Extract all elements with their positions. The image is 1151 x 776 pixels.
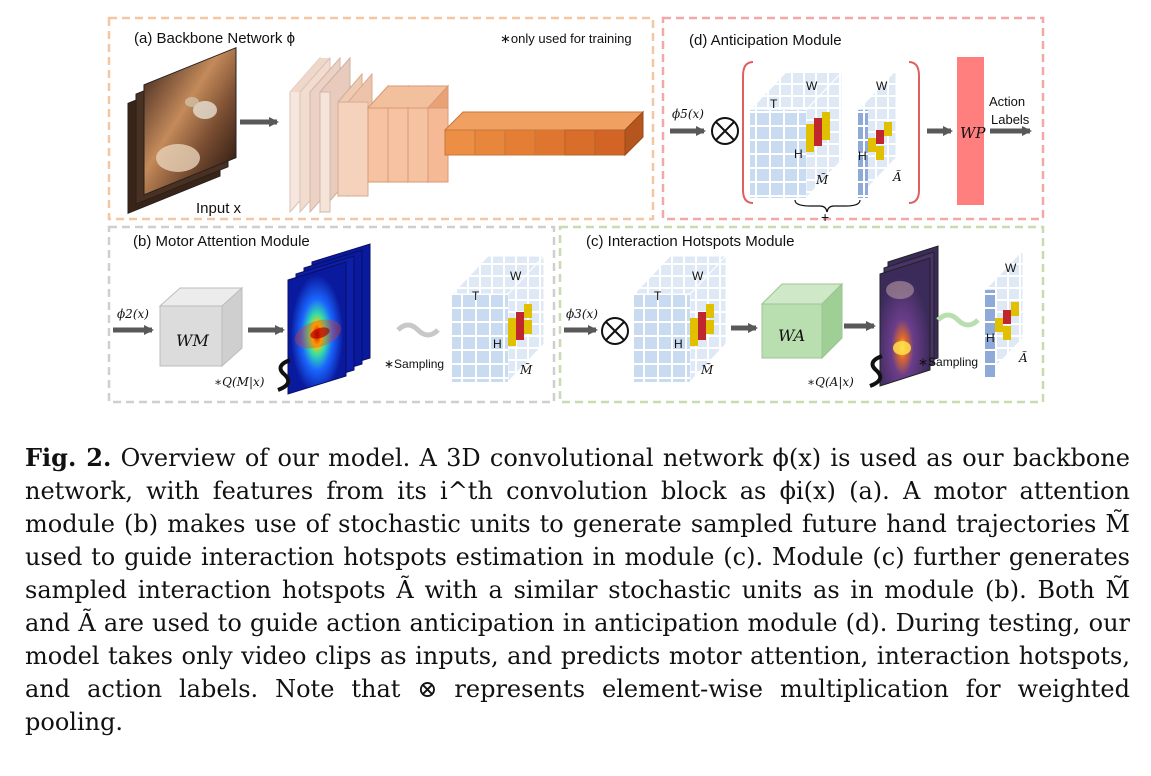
feature-grid-m bbox=[748, 70, 844, 200]
sum-plus: + bbox=[821, 209, 829, 225]
panel-a-backbone: (a) Backbone Network ϕ ∗only used for tr… bbox=[107, 16, 655, 221]
caption-label: Fig. 2. bbox=[25, 443, 112, 472]
sampled-grid-a-c bbox=[984, 248, 1024, 380]
axis-h-c2: H bbox=[986, 331, 995, 345]
phi2-label: ϕ2(x) bbox=[117, 307, 149, 321]
wa-label: WA bbox=[778, 326, 805, 345]
a-tilde-d: Ã bbox=[892, 169, 902, 184]
elementwise-multiply-icon bbox=[711, 117, 739, 145]
a-tilde-c: Ã bbox=[1018, 350, 1028, 365]
axis-w-c2: W bbox=[1005, 261, 1017, 275]
input-grid-m-c bbox=[632, 254, 728, 384]
q-m-label: ∗Q(M|x) bbox=[214, 375, 265, 389]
phi5-label: ϕ5(x) bbox=[672, 107, 704, 121]
axis-h-d2: H bbox=[858, 149, 867, 163]
m-tilde-b: M̃ bbox=[519, 362, 533, 377]
training-note: ∗only used for training bbox=[500, 31, 632, 46]
wm-cube bbox=[158, 286, 244, 368]
interaction-hotspot-images bbox=[879, 245, 939, 387]
axis-w-c: W bbox=[692, 269, 704, 283]
panel-d-anticipation: (d) Anticipation Module ϕ5(x) T W H M̃ bbox=[661, 16, 1045, 225]
wm-label: WM bbox=[176, 331, 209, 350]
motor-attention-heatmaps bbox=[287, 243, 371, 395]
axis-h-d: H bbox=[794, 147, 803, 161]
panel-d-title: (d) Anticipation Module bbox=[689, 32, 842, 49]
axis-w-b: W bbox=[510, 269, 522, 283]
model-overview-figure: (a) Backbone Network ϕ ∗only used for tr… bbox=[107, 16, 1045, 404]
action-label-2: Labels bbox=[991, 112, 1030, 127]
axis-h-b: H bbox=[493, 337, 502, 351]
wa-cube bbox=[760, 282, 844, 360]
sampled-grid-m-b bbox=[450, 254, 546, 384]
panel-c-title: (c) Interaction Hotspots Module bbox=[586, 233, 794, 250]
axis-t-c: T bbox=[654, 289, 662, 303]
sampling-label-b: ∗Sampling bbox=[384, 357, 444, 371]
axis-t-b: T bbox=[472, 289, 480, 303]
axis-t-d: T bbox=[770, 97, 778, 111]
panel-c-interaction-hotspots: (c) Interaction Hotspots Module ϕ3(x) T … bbox=[558, 225, 1045, 404]
m-tilde-d: M̃ bbox=[815, 172, 829, 187]
wp-label: WP bbox=[960, 124, 986, 142]
input-label: Input x bbox=[196, 200, 242, 217]
action-label-1: Action bbox=[989, 94, 1025, 109]
backbone-conv-blocks bbox=[289, 56, 645, 214]
axis-w-d: W bbox=[806, 79, 818, 93]
axis-h-c: H bbox=[674, 337, 683, 351]
q-a-label: ∗Q(A|x) bbox=[807, 375, 854, 389]
elementwise-multiply-icon-c bbox=[601, 317, 629, 345]
m-tilde-c: M̃ bbox=[700, 362, 714, 377]
input-video-frames bbox=[127, 46, 237, 214]
caption-text: Overview of our model. A 3D convolutiona… bbox=[25, 444, 1131, 736]
panel-b-motor-attention: (b) Motor Attention Module ϕ2(x) WM ∗Q(M… bbox=[107, 225, 556, 404]
wp-block bbox=[957, 57, 984, 205]
sampling-label-c: ∗Sampling bbox=[918, 355, 978, 369]
panel-a-title: (a) Backbone Network ϕ bbox=[134, 30, 295, 47]
phi3-label: ϕ3(x) bbox=[566, 307, 598, 321]
figure-caption: Fig. 2. Overview of our model. A 3D conv… bbox=[25, 441, 1130, 739]
feature-grid-a bbox=[857, 68, 897, 200]
axis-w-d2: W bbox=[876, 79, 888, 93]
panel-b-title: (b) Motor Attention Module bbox=[133, 233, 310, 250]
